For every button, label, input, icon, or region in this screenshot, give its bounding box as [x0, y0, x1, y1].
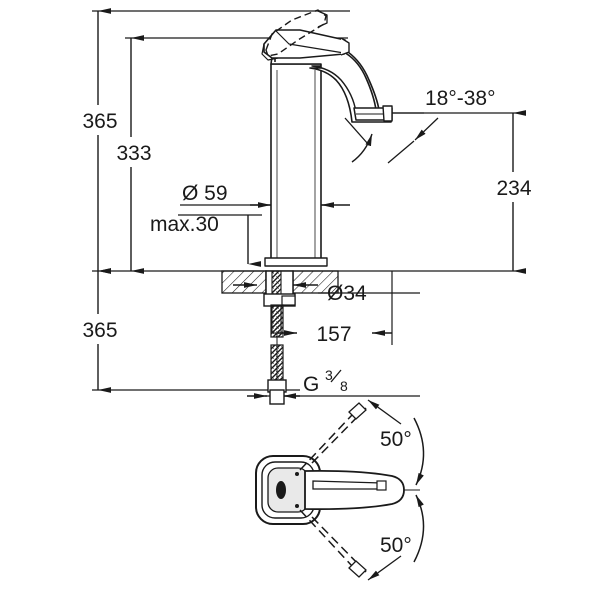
thread-numerator: 3	[325, 367, 333, 383]
lever-handle-tip	[340, 37, 350, 56]
plan-lever-dashed-tips	[348, 402, 367, 578]
dim-label-angle-upper: 50°	[380, 428, 412, 451]
dim-label-365-lower: 365	[82, 319, 117, 342]
thread-end-g38	[269, 389, 285, 405]
dim-label-365-upper: 365	[82, 110, 117, 133]
dim-label-157: 157	[316, 323, 351, 346]
spout-inner-curve	[311, 65, 357, 113]
dim-text-bg-365-lower	[76, 314, 124, 344]
dim-text-bg-333	[110, 137, 158, 167]
faucet-base-escutcheon	[264, 257, 328, 267]
dim-label-thread: G	[303, 373, 319, 396]
lever-handle-crease	[275, 30, 345, 54]
countertop-section-right	[292, 270, 339, 294]
dim-label-angle-lower: 50°	[380, 534, 412, 557]
angle-arc-upper	[413, 417, 425, 486]
locknut-face	[281, 295, 296, 306]
dimension-spout-height: 234	[489, 110, 539, 274]
dimension-tail-length: 365	[76, 268, 124, 393]
plan-lever-groove	[312, 480, 384, 490]
dim-label-spray-angle: 18°-38°	[425, 87, 496, 110]
plan-view-handle: 50° 50°	[255, 399, 425, 581]
faucet-elevation-view	[261, 9, 393, 267]
dimension-thread-size: G 3 8	[247, 367, 348, 399]
countertop-mounting-detail	[221, 270, 339, 405]
dim-label-333: 333	[116, 142, 151, 165]
fraction-slash	[330, 369, 342, 383]
stream-arc-arrow	[351, 133, 373, 163]
leader-line-spray-angle	[414, 117, 439, 141]
lever-handle-dashed	[265, 9, 328, 57]
aerator-face	[382, 105, 393, 122]
dimension-spout-base-height: 333	[110, 35, 158, 274]
dim-text-bg-234	[489, 172, 539, 202]
cartridge-screw-bottom	[295, 504, 299, 508]
plan-lever-arm	[304, 469, 405, 511]
leader-angle-upper	[367, 399, 402, 425]
stream-line-1	[344, 117, 369, 145]
plan-lever-end-detail	[376, 480, 387, 491]
annotation-spray-angle: 18°-38°	[344, 87, 496, 164]
lever-handle-left-cap	[261, 43, 279, 61]
thread-letter: G	[303, 373, 319, 396]
leader-angle-lower	[367, 555, 402, 581]
dim-text-bg-365-upper	[76, 105, 124, 135]
dim-label-max30: max.30	[150, 213, 219, 236]
flex-hose-lower	[270, 344, 284, 384]
angle-arc-lower	[413, 494, 425, 563]
dimension-total-height: 365	[76, 8, 124, 274]
faucet-body-column	[270, 63, 322, 265]
countertop-section-left	[221, 270, 267, 294]
flex-hose-upper	[270, 304, 284, 338]
dim-label-234: 234	[496, 177, 531, 200]
dimension-spout-reach: 157	[277, 323, 392, 346]
leader-tail-spray-angle	[387, 140, 415, 164]
cartridge-housing-inner	[267, 467, 309, 513]
cartridge-screw-top	[295, 472, 299, 476]
thread-denominator: 8	[340, 378, 348, 394]
cartridge-pin	[276, 481, 286, 499]
dimension-body-diameter: Ø 59	[182, 182, 350, 208]
dim-label-d59: Ø 59	[182, 182, 228, 205]
dimension-max-counter-thickness: max.30	[150, 213, 261, 267]
